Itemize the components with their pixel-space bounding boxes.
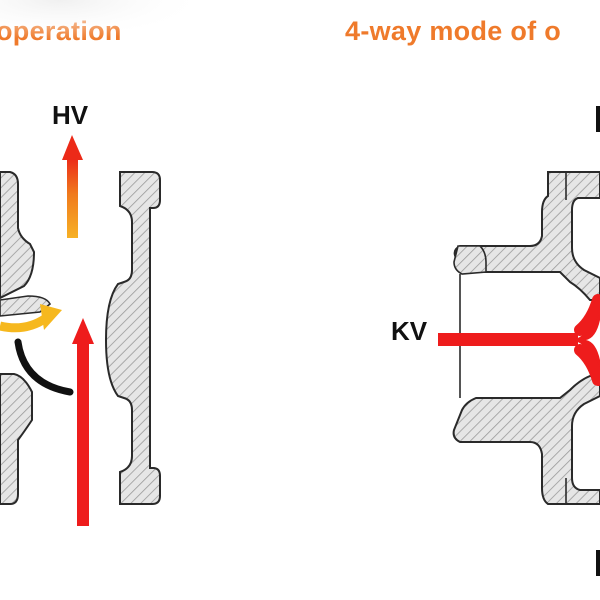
right-bottom-label-fragment bbox=[596, 550, 600, 576]
arrow-curved-yellow-icon bbox=[0, 304, 62, 333]
left-valve-lower-left-wall bbox=[0, 373, 33, 505]
right-top-label-fragment bbox=[596, 106, 600, 132]
right-valve-upper-wall bbox=[453, 171, 600, 301]
right-valve-lower-wall bbox=[452, 375, 600, 505]
right-valve-body bbox=[452, 171, 600, 505]
left-valve-right-wall bbox=[104, 171, 161, 505]
left-valve-body bbox=[0, 171, 161, 505]
background-shade bbox=[0, 0, 300, 80]
left-valve-deflector bbox=[14, 338, 74, 396]
arrow-up-gradient-icon bbox=[62, 135, 83, 238]
arrow-y-split-red-icon bbox=[438, 294, 600, 386]
right-panel-heading: 4-way mode of o bbox=[345, 16, 562, 46]
cold-water-label: KV bbox=[391, 316, 428, 346]
left-valve-upper-left-wall bbox=[0, 171, 36, 300]
hot-water-label: HV bbox=[52, 100, 89, 130]
arrow-up-red-icon bbox=[72, 318, 94, 526]
right-valve-nozzle-top bbox=[453, 245, 487, 275]
